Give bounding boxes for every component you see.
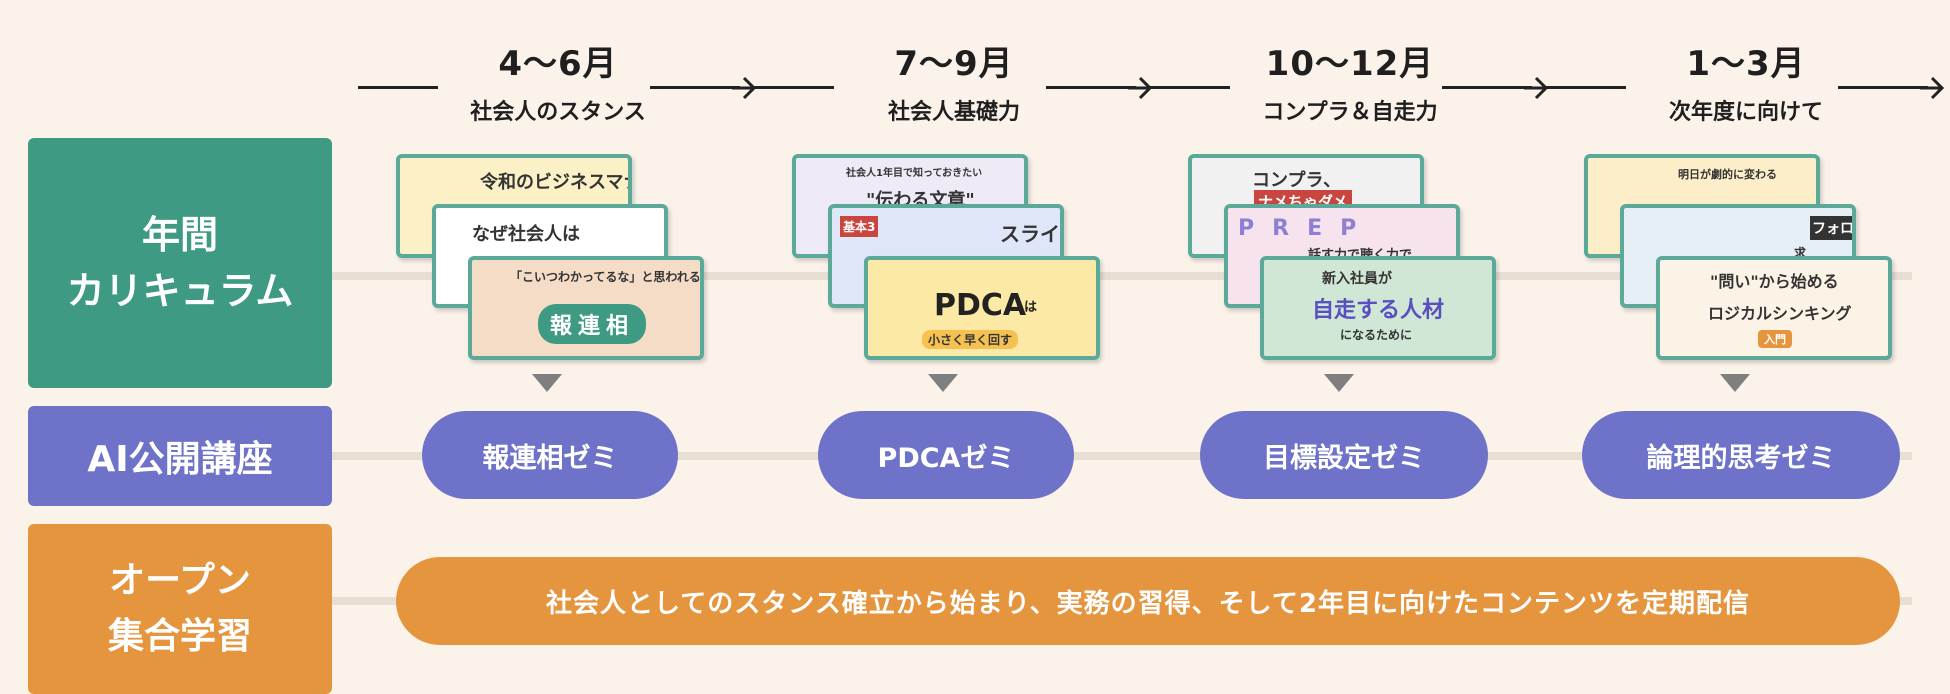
timeline-line	[1838, 86, 1928, 89]
thumbnail-title: なぜ社会人は	[472, 224, 580, 245]
down-triangle-icon	[1324, 374, 1354, 392]
thumbnail-title: PREP	[1238, 216, 1375, 241]
row-label-ai: AI公開講座	[28, 406, 332, 506]
down-triangle-icon	[1720, 374, 1750, 392]
course-thumbnail[interactable]: 「こいつわかってるな」と思われる 報連相	[468, 256, 704, 360]
timeline-line	[1046, 86, 1136, 89]
open-learning-description: 社会人としてのスタンス確立から始まり、実務の習得、そして2年目に向けたコンテンツ…	[396, 557, 1900, 645]
course-thumbnail[interactable]: 新入社員が 自走する人材 になるために	[1260, 256, 1496, 360]
row-label-line: AI公開講座	[87, 439, 273, 480]
row-label-line: 集合学習	[107, 616, 252, 657]
seminar-pill-logical-thinking[interactable]: 論理的思考ゼミ	[1582, 411, 1900, 499]
thumbnail-subtitle: ロジカルシンキング	[1708, 304, 1852, 323]
timeline-line	[358, 86, 438, 89]
down-triangle-icon	[928, 374, 958, 392]
thumbnail-subtitle: 小さく早く回す	[922, 330, 1019, 349]
period-theme: 社会人基礎力	[887, 100, 1020, 125]
thumbnail-subtitle: 社会人1年目で知っておきたい	[846, 168, 983, 179]
period-header-4: 1～3月 次年度に向けて	[1546, 36, 1946, 136]
period-range: 1～3月	[1686, 44, 1806, 84]
connector-line	[332, 452, 1912, 460]
thumbnail-tag: 入門	[1758, 330, 1792, 348]
thumbnail-title: コンプラ、	[1252, 170, 1342, 191]
period-theme: 社会人のスタンス	[470, 100, 646, 125]
down-triangle-icon	[532, 374, 562, 392]
thumbnail-subtitle: になるために	[1340, 328, 1413, 342]
thumbnail-title: PDCA	[934, 288, 1027, 323]
thumbnail-subtitle: 「こいつわかってるな」と思われる	[510, 270, 701, 284]
thumbnail-title: 令和のビジネスマナー	[480, 172, 628, 193]
period-range: 7～9月	[894, 44, 1014, 84]
period-header-1: 4～6月 社会人のスタンス	[358, 36, 758, 136]
period-theme: 次年度に向けて	[1668, 100, 1823, 125]
row-label-line: カリキュラム	[66, 269, 294, 313]
row-label-line: 年間	[141, 213, 218, 257]
timeline-line	[1546, 86, 1626, 89]
period-theme: コンプラ＆自走力	[1262, 100, 1438, 125]
connector-line	[332, 272, 1912, 280]
timeline-line	[754, 86, 834, 89]
period-range: 4～6月	[498, 44, 618, 84]
arrow-right-icon	[1920, 76, 1945, 100]
thumbnail-title: 明日が劇的に変わる	[1678, 168, 1777, 181]
timeline-line	[1150, 86, 1230, 89]
row-label-open: オープン 集合学習	[28, 524, 332, 694]
row-label-curriculum: 年間 カリキュラム	[28, 138, 332, 388]
seminar-pill-goal-setting[interactable]: 目標設定ゼミ	[1200, 411, 1488, 499]
row-label-line: オープン	[109, 560, 251, 601]
thumbnail-title: スライド	[1000, 222, 1060, 246]
thumbnail-title: 自走する人材	[1312, 298, 1445, 323]
period-range: 10～12月	[1265, 44, 1435, 84]
seminar-pill-pdca[interactable]: PDCAゼミ	[818, 411, 1074, 499]
thumbnail-title-suffix: は	[1024, 300, 1038, 315]
thumbnail-subtitle: 新入社員が	[1322, 271, 1392, 287]
thumbnail-title: "問い"から始める	[1710, 272, 1839, 291]
course-thumbnail[interactable]: PDCA は 小さく早く回す	[864, 256, 1100, 360]
course-thumbnail[interactable]: "問い"から始める ロジカルシンキング 入門	[1656, 256, 1892, 360]
timeline-line	[1442, 86, 1532, 89]
period-header-2: 7～9月 社会人基礎力	[754, 36, 1154, 136]
thumbnail-title: フォロ	[1810, 216, 1852, 240]
thumbnail-tag: 基本3	[840, 216, 879, 237]
period-header-3: 10～12月 コンプラ＆自走力	[1150, 36, 1550, 136]
seminar-pill-horensou[interactable]: 報連相ゼミ	[422, 411, 678, 499]
thumbnail-title: 報連相	[538, 304, 647, 344]
timeline-line	[650, 86, 740, 89]
